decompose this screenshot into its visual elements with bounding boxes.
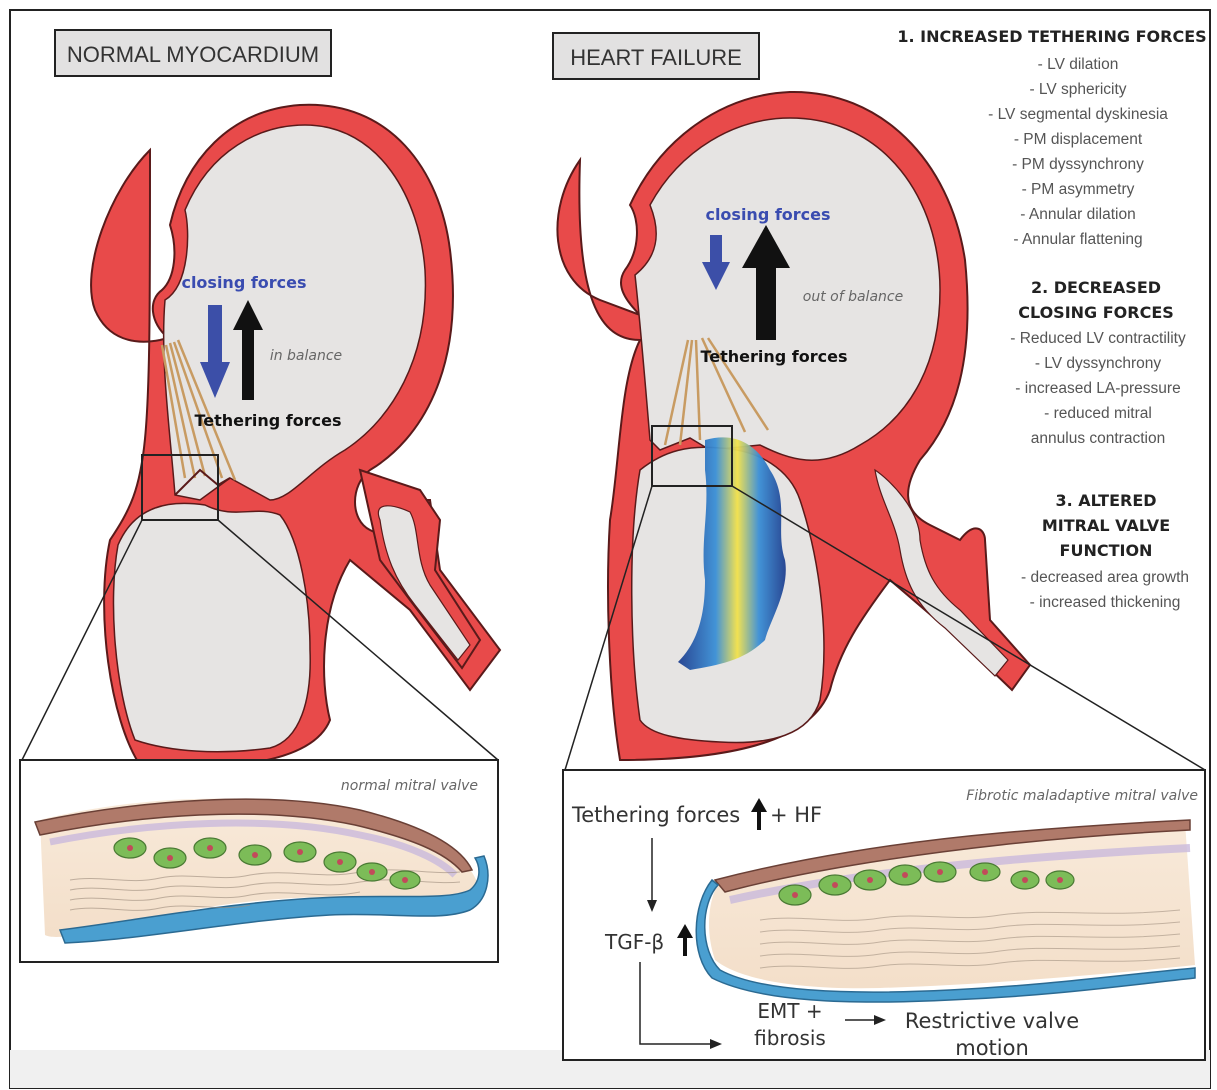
mechanism-1-item: - Annular flattening [1013,231,1142,248]
mechanism-1-item: - PM displacement [1014,131,1143,148]
normal-closing-label: closing forces [181,273,306,292]
mechanism-2-item: - reduced mitral [1044,405,1152,422]
failure-title-box: HEART FAILURE [553,33,759,79]
flow-restrictive: Restrictive valve [905,1009,1079,1033]
normal-title: NORMAL MYOCARDIUM [67,42,319,67]
mechanism-3-heading: 3. ALTERED [1055,491,1156,510]
failure-closing-label: closing forces [705,205,830,224]
flow-motion: motion [955,1036,1029,1060]
failure-tethering-label: Tethering forces [700,347,847,366]
mechanism-1-item: - PM asymmetry [1022,181,1135,198]
mechanism-1-item: - LV segmental dyskinesia [988,106,1168,123]
mechanism-1-item: - Annular dilation [1020,206,1135,223]
flow-plus-hf: + HF [770,803,822,827]
normal-valve-inset: normal mitral valve [20,760,498,962]
mechanism-2-item: - increased LA-pressure [1015,380,1180,397]
normal-inset-caption: normal mitral valve [341,778,478,794]
mechanism-2-item: - LV dyssynchrony [1035,355,1162,372]
failure-balance-label: out of balance [803,289,903,305]
mechanism-3-heading: MITRAL VALVE [1042,516,1170,535]
flow-tethering-forces: Tethering forces [571,803,740,827]
mechanism-2-heading: 2. DECREASED [1031,278,1161,297]
flow-emt: EMT + [757,999,822,1023]
mechanism-1-heading: 1. INCREASED TETHERING FORCES [897,27,1206,46]
mechanism-3-item: - decreased area growth [1021,569,1189,586]
mechanism-3-item: - increased thickening [1030,594,1181,611]
mechanism-3-heading: FUNCTION [1060,541,1153,560]
mechanism-1-item: - LV dilation [1038,56,1119,73]
failure-title: HEART FAILURE [570,45,742,70]
flow-tgf-beta: TGF-β [604,930,664,954]
failure-valve-inset: Fibrotic maladaptive mitral valve [563,770,1205,1060]
normal-tethering-label: Tethering forces [194,411,341,430]
failure-inset-caption: Fibrotic maladaptive mitral valve [966,788,1198,804]
mechanism-2-item: annulus contraction [1031,430,1165,447]
flow-fibrosis: fibrosis [754,1026,826,1050]
mechanism-1-item: - PM dyssynchrony [1012,156,1144,173]
normal-title-box: NORMAL MYOCARDIUM [55,30,331,76]
mechanism-2-item: - Reduced LV contractility [1010,330,1186,347]
normal-la-cavity [113,503,310,751]
mechanism-2-heading: CLOSING FORCES [1018,303,1174,322]
normal-balance-label: in balance [270,348,342,364]
mechanism-1-item: - LV sphericity [1029,81,1126,98]
